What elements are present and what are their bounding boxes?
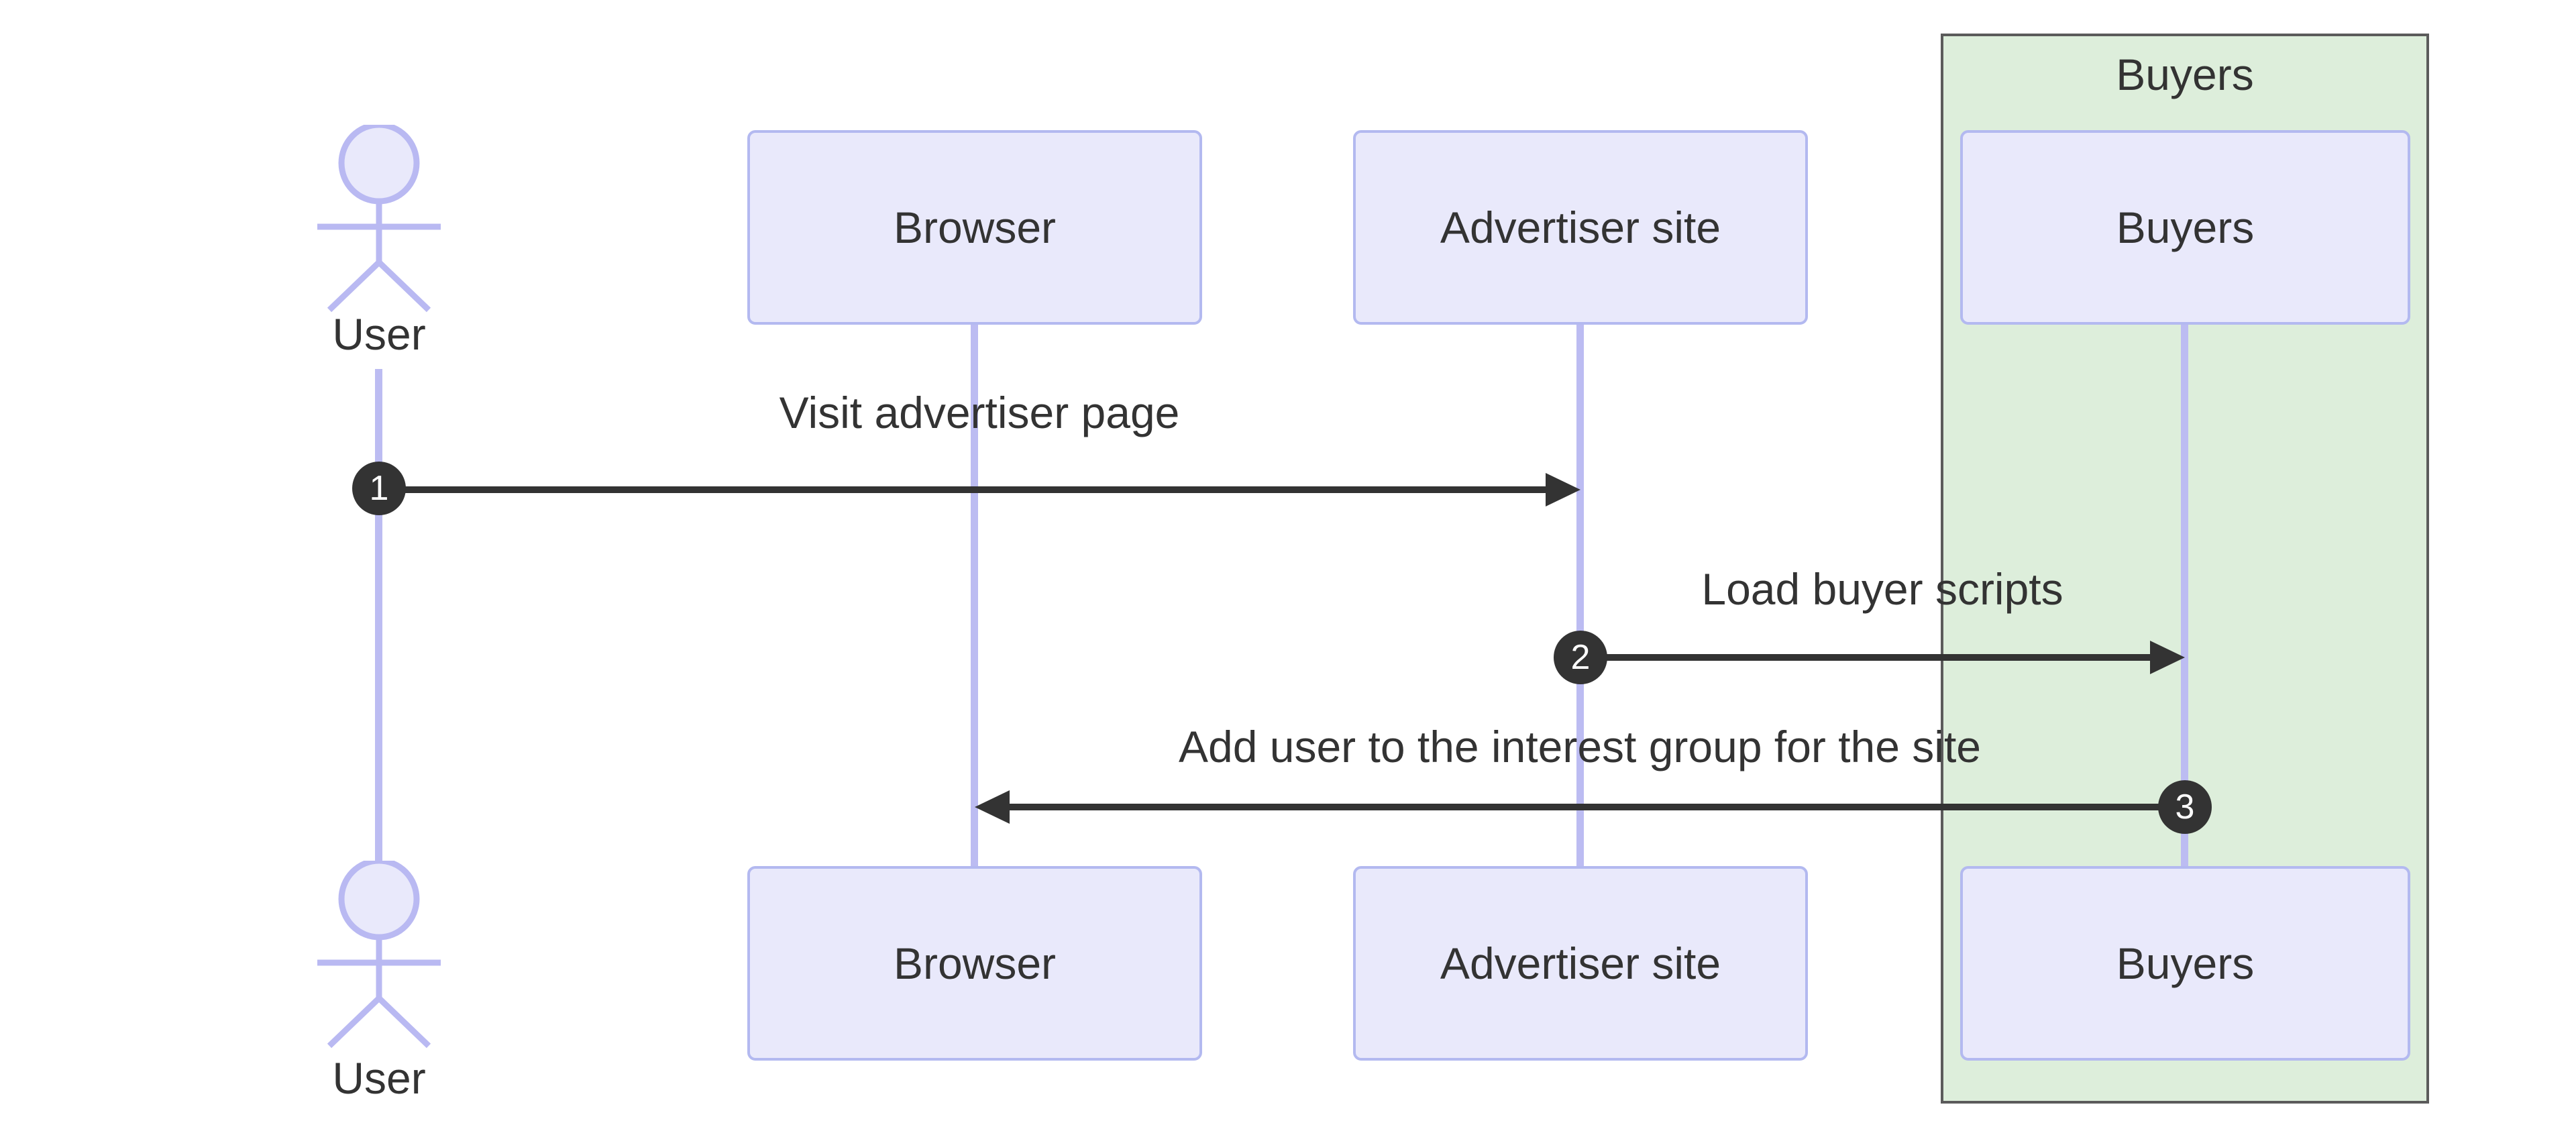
message-2-label: Load buyer scripts — [1701, 564, 2063, 614]
actor-icon-user-top — [317, 125, 441, 313]
message-2-arrow — [1580, 654, 2154, 661]
participant-box-buyers-top: Buyers — [1960, 130, 2410, 325]
message-1-label: Visit advertiser page — [779, 388, 1180, 437]
message-3-arrow — [1006, 804, 2182, 810]
lifeline-advertiser — [1576, 325, 1584, 866]
participant-label: Buyers — [2116, 939, 2255, 988]
lifeline-browser — [971, 325, 978, 866]
participant-label: Browser — [893, 203, 1057, 252]
actor-label-user-bottom: User — [332, 1053, 426, 1103]
participant-box-browser-bottom: Browser — [747, 866, 1202, 1061]
message-3-label: Add user to the interest group for the s… — [1178, 722, 1982, 771]
message-2-arrowhead-icon — [2150, 641, 2185, 674]
message-3-arrowhead-icon — [975, 790, 1010, 824]
actor-icon-user-bottom — [317, 861, 441, 1049]
participant-label: Buyers — [2116, 203, 2255, 252]
group-label: Buyers — [2116, 50, 2254, 99]
sequence-number-badge-3: 3 — [2158, 780, 2212, 834]
message-1-arrowhead-icon — [1546, 473, 1580, 506]
actor-label-user-top: User — [332, 309, 426, 359]
lifeline-user — [375, 369, 382, 861]
participant-label: Advertiser site — [1440, 203, 1721, 252]
participant-label: Browser — [893, 939, 1057, 988]
participant-box-browser-top: Browser — [747, 130, 1202, 325]
lifeline-buyers — [2181, 325, 2188, 866]
participant-box-advertiser-bottom: Advertiser site — [1353, 866, 1808, 1061]
participant-box-advertiser-top: Advertiser site — [1353, 130, 1808, 325]
sequence-number-badge-2: 2 — [1554, 631, 1607, 684]
message-1-arrow — [379, 486, 1550, 493]
participant-box-buyers-bottom: Buyers — [1960, 866, 2410, 1061]
sequence-number-badge-1: 1 — [352, 462, 406, 515]
participant-label: Advertiser site — [1440, 939, 1721, 988]
